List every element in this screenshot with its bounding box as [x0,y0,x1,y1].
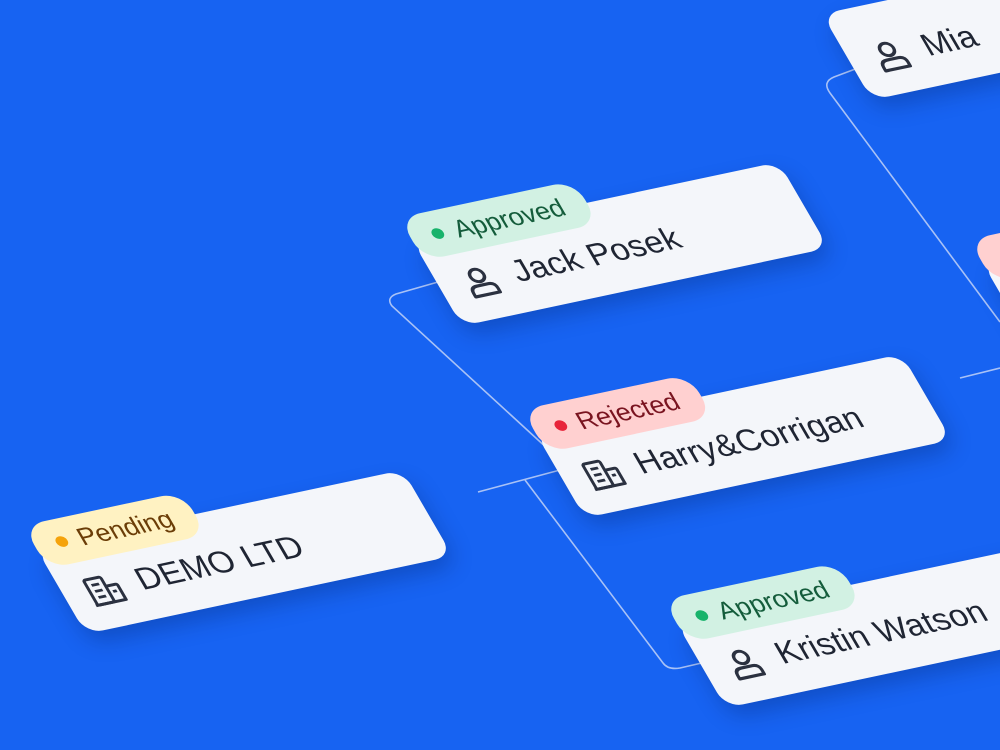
person-icon [452,260,510,302]
node-name: Mia [913,19,985,63]
node-card[interactable]: DEMO LTD [36,470,453,634]
node-card[interactable]: Harry&Corrigan [535,354,952,518]
node-card[interactable]: Mia [822,0,1000,100]
status-dot [552,419,570,432]
person-icon [862,34,920,76]
status-dot [429,227,447,240]
node-card[interactable]: Kristin Watson [676,544,1000,708]
building-icon [76,568,134,610]
connector-harry-corrigan-mia [826,67,1000,323]
building-icon [575,452,633,494]
status-dot [53,535,71,548]
node-card[interactable]: Jack Posek [412,162,829,326]
status-dot [693,609,711,622]
status-label: Pending [71,505,180,551]
connector-demo-ltd-kristin-watson [524,479,707,670]
person-icon [716,642,774,684]
connector-harry-corrigan-unnamed [959,367,1000,379]
